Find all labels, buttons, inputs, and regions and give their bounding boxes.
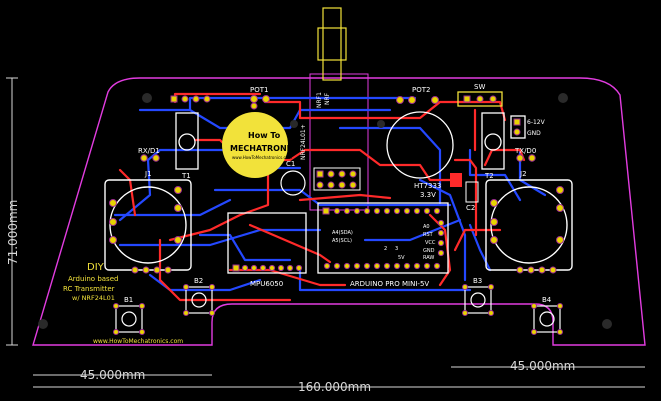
label-t2: T2: [484, 172, 494, 180]
logo-line2: MECHATRONICS: [230, 144, 302, 153]
antenna-connector: [322, 7, 342, 81]
arduino-pads-bottom: [323, 262, 441, 270]
joystick-pads: [109, 186, 564, 274]
label-pot1: POT1: [250, 86, 268, 94]
capacitor-c2: [465, 181, 479, 203]
dim-right: 45.000mm: [510, 359, 575, 373]
label-regulator-2: 3.3V: [420, 191, 436, 199]
dim-left: 45.000mm: [80, 368, 145, 382]
power-pads: [513, 118, 521, 136]
label-b4: B4: [542, 296, 552, 304]
title-diy: DIY: [87, 262, 105, 273]
label-gnd: GND: [527, 130, 541, 137]
dim-width: 160.000mm: [298, 380, 371, 394]
top-copper-traces: [118, 92, 526, 302]
label-nrf-module: NRF24L01+: [300, 124, 307, 160]
mpu6050-module: [227, 212, 307, 274]
label-tx: TX/D0: [514, 147, 536, 155]
capacitor-c1: [280, 170, 306, 196]
button-b4: [533, 305, 561, 333]
mpu-pads: [232, 264, 303, 272]
label-arduino: ARDUINO PRO MINI-5V: [350, 280, 429, 288]
button-b2: [185, 286, 213, 314]
label-sw: SW: [474, 83, 485, 91]
arduino-pro-mini: [317, 202, 449, 274]
button-pads: [113, 284, 563, 335]
regulator-circle-right: [386, 111, 454, 179]
nrf-pads: [316, 170, 357, 189]
toggle-t2: [481, 112, 505, 170]
label-nrf1: NRF1: [316, 92, 323, 108]
label-t1: T1: [181, 172, 191, 180]
regulator-component: [450, 173, 462, 187]
arduino-pin-5v: 5V: [398, 255, 405, 261]
pot1-header: [170, 95, 439, 110]
label-b1: B1: [124, 296, 133, 304]
arduino-pin-raw: RAW: [423, 255, 434, 261]
label-power: 6-12V: [527, 119, 546, 126]
arduino-pin-2: 2: [384, 246, 387, 252]
title-nrf: w/ NRF24L01: [72, 294, 115, 302]
arduino-side-pads: [437, 219, 445, 257]
title-rc-transmitter: RC Transmitter: [63, 285, 115, 293]
rx-tx-pads: [140, 154, 536, 162]
label-rx: RX/D1: [138, 147, 160, 155]
button-b1: [115, 305, 143, 333]
label-j1: J1: [144, 170, 152, 178]
arduino-pin-a5: A5(SCL): [332, 238, 352, 244]
power-connector: [510, 115, 526, 139]
arduino-pin-vcc: VCC: [425, 240, 436, 246]
arduino-pin-rst: RST: [423, 232, 434, 238]
label-j2: J2: [519, 170, 527, 178]
title-arduino-based: Arduino based: [68, 275, 118, 283]
logo-circle-left: [222, 112, 288, 178]
arduino-pin-gnd: GND: [423, 248, 435, 254]
mounting-holes: [38, 93, 612, 329]
sw-pads: [463, 95, 497, 103]
logo-line1: How To: [248, 131, 281, 140]
label-c1: C1: [286, 160, 295, 168]
label-nrf: NRF: [324, 92, 331, 105]
website-url: www.HowToMechatronics.com: [93, 338, 183, 345]
label-mpu: MPU6050: [250, 280, 283, 288]
label-b3: B3: [473, 277, 482, 285]
sw-header: [457, 91, 503, 107]
toggle-t1: [175, 112, 199, 170]
label-regulator-1: HT7333: [414, 182, 441, 190]
dimension-lines: [6, 77, 645, 388]
arduino-pads-top: [322, 207, 441, 215]
arduino-pin-3: 3: [395, 246, 398, 252]
label-b2: B2: [194, 277, 203, 285]
logo-url: www.HowToMechatronics.com: [232, 155, 292, 160]
label-c2: C2: [466, 204, 475, 212]
button-b3: [464, 286, 492, 314]
arduino-pin-a4: A4(SDA): [332, 230, 353, 236]
nrf-header: [313, 167, 361, 191]
arduino-pin-a0: A0: [423, 224, 430, 230]
antenna-connector-body: [317, 27, 347, 61]
dim-height: 71.000mm: [6, 200, 20, 265]
label-pot2: POT2: [412, 86, 430, 94]
